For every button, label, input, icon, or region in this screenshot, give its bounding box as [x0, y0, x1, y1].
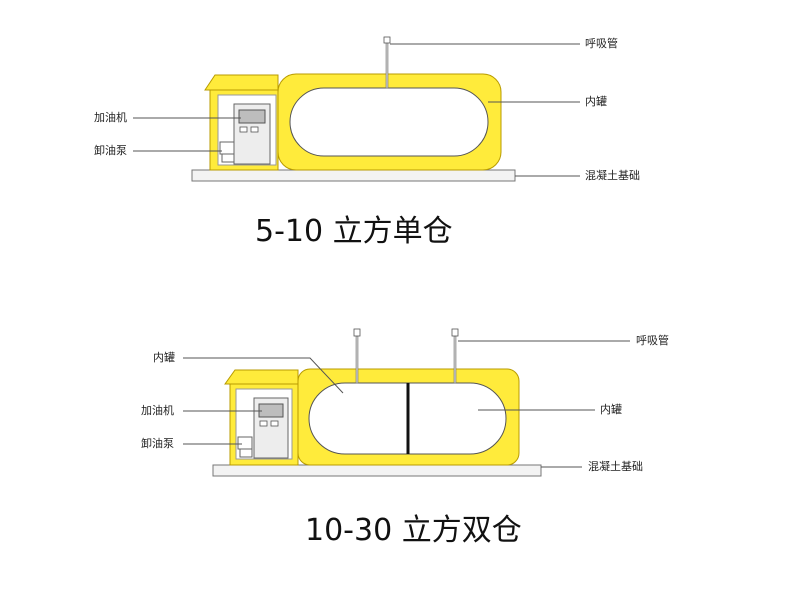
unloading-pump [237, 436, 253, 450]
dispenser-button [239, 126, 248, 133]
dispenser-screen [238, 109, 266, 124]
label-unloading-pump: 卸油泵 [141, 437, 174, 450]
dispenser-button [250, 126, 259, 133]
breather-pipe-cap [383, 36, 391, 44]
concrete-foundation [212, 464, 542, 477]
unloading-pump [219, 141, 235, 155]
inner-tank [289, 87, 489, 157]
label-concrete-foundation: 混凝土基础 [588, 460, 643, 473]
label-unloading-pump: 卸油泵 [94, 144, 127, 157]
pump-base [221, 153, 235, 163]
label-fuel-dispenser: 加油机 [141, 404, 174, 417]
breather-pipe [453, 335, 457, 384]
breather-pipe [355, 335, 359, 384]
concrete-foundation [191, 169, 516, 182]
pump-base [239, 448, 253, 458]
breather-pipe-cap [451, 328, 459, 337]
kiosk-roof [224, 369, 299, 385]
label-breather-pipe: 呼吸管 [636, 334, 669, 347]
label-inner-tank-right: 内罐 [600, 403, 622, 416]
caption-single-compartment: 5-10 立方单仓 [255, 214, 453, 249]
caption-double-compartment: 10-30 立方双仓 [305, 513, 522, 548]
label-fuel-dispenser: 加油机 [94, 111, 127, 124]
label-concrete-foundation: 混凝土基础 [585, 169, 640, 182]
breather-pipe-cap [353, 328, 361, 337]
label-inner-tank-left: 内罐 [153, 351, 175, 364]
dispenser-button [259, 420, 268, 427]
label-inner-tank: 内罐 [585, 95, 607, 108]
label-breather-pipe: 呼吸管 [585, 37, 618, 50]
dispenser-screen [258, 403, 284, 418]
single-compartment-station [133, 36, 580, 182]
dispenser-button [270, 420, 279, 427]
breather-pipe [385, 40, 389, 89]
kiosk-roof [204, 74, 279, 91]
double-compartment-station [183, 328, 630, 477]
leader-line-inner-tank-left [183, 357, 344, 394]
